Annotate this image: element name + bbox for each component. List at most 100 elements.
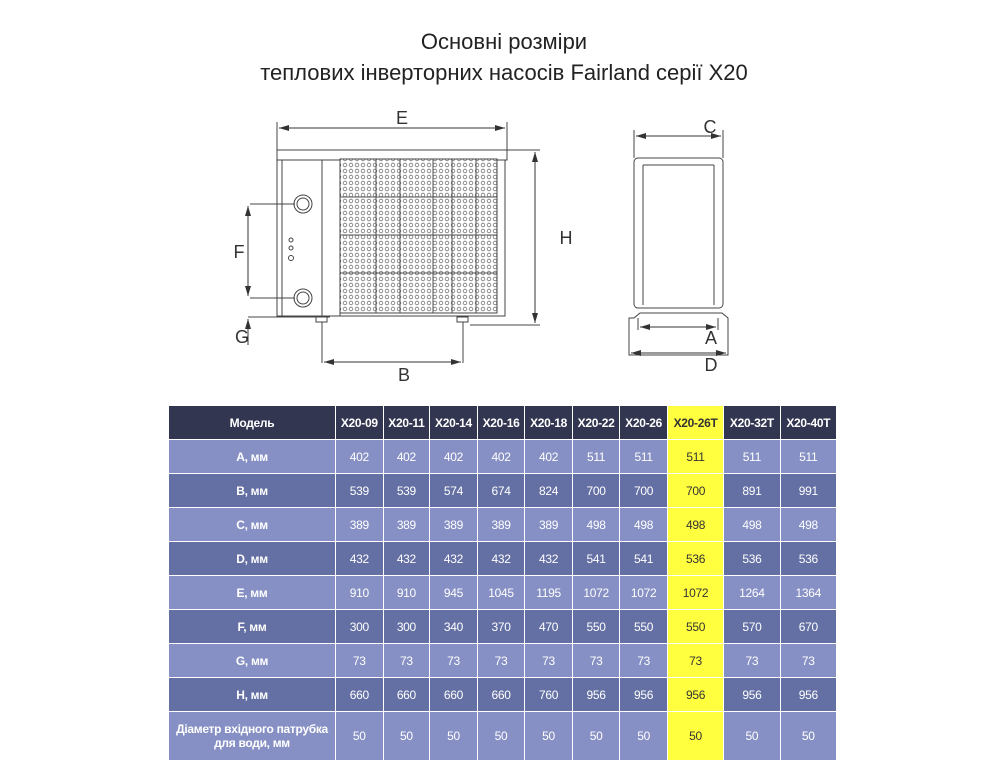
table-cell: 550 (571, 609, 621, 644)
table-cell: 73 (429, 643, 478, 678)
table-cell: 550 (666, 609, 725, 644)
table-cell: 402 (382, 439, 431, 474)
fan-grille (339, 158, 498, 314)
table-cell: 50 (723, 711, 781, 761)
table-cell: 389 (382, 507, 431, 542)
table-cell: 498 (619, 507, 668, 542)
table-cell: 891 (723, 473, 781, 508)
table-cell: 539 (382, 473, 431, 508)
table-cell: 956 (779, 677, 838, 712)
table-cell: 432 (429, 541, 478, 576)
model-column-header: X20-16 (476, 405, 526, 440)
label-c: C (704, 117, 717, 137)
row-label: D, мм (168, 541, 336, 576)
table-cell: 660 (335, 677, 384, 712)
table-cell: 50 (619, 711, 668, 761)
label-h: H (560, 228, 573, 248)
table-cell: 73 (779, 643, 838, 678)
table-cell: 660 (476, 677, 526, 712)
row-label: B, мм (168, 473, 336, 508)
table-cell: 511 (723, 439, 781, 474)
model-column-header: X20-14 (429, 405, 478, 440)
row-label: E, мм (168, 575, 336, 610)
table-cell: 910 (382, 575, 431, 610)
table-cell: 956 (723, 677, 781, 712)
table-cell: 670 (779, 609, 838, 644)
table-cell: 674 (476, 473, 526, 508)
table-row: Діаметр вхідного патрубка для води, мм 50… (168, 711, 838, 761)
table-cell: 539 (335, 473, 384, 508)
table-cell: 73 (476, 643, 526, 678)
side-view (628, 130, 729, 356)
row-label: A, мм (168, 439, 336, 474)
table-cell: 470 (524, 609, 573, 644)
table-cell: 73 (571, 643, 621, 678)
table-cell: 700 (619, 473, 668, 508)
table-cell: 1264 (723, 575, 781, 610)
model-column-header: X20-40T (779, 405, 838, 440)
row-label: F, мм (168, 609, 336, 644)
table-cell: 73 (524, 643, 573, 678)
table-cell: 340 (429, 609, 478, 644)
table-cell: 389 (524, 507, 573, 542)
dimension-diagram: E H F G B C A D (234, 108, 729, 385)
table-cell: 498 (571, 507, 621, 542)
table-cell: 541 (571, 541, 621, 576)
table-cell: 1072 (619, 575, 668, 610)
table-cell: 511 (571, 439, 621, 474)
table-cell: 511 (779, 439, 838, 474)
table-cell: 370 (476, 609, 526, 644)
table-cell: 956 (619, 677, 668, 712)
table-cell: 824 (524, 473, 573, 508)
model-column-header: X20-11 (382, 405, 431, 440)
row-label: C, мм (168, 507, 336, 542)
label-d: D (705, 355, 718, 375)
table-cell: 511 (666, 439, 725, 474)
table-cell: 570 (723, 609, 781, 644)
table-cell: 402 (524, 439, 573, 474)
table-cell: 1072 (666, 575, 725, 610)
label-b: B (398, 365, 410, 385)
table-cell: 432 (476, 541, 526, 576)
front-view (248, 122, 540, 363)
model-column-header: X20-32T (723, 405, 781, 440)
table-cell: 432 (382, 541, 431, 576)
model-column-header: X20-26T (666, 405, 725, 440)
table-cell: 432 (335, 541, 384, 576)
table-cell: 536 (779, 541, 838, 576)
row-label: Діаметр вхідного патрубка для води, мм (168, 711, 336, 761)
table-cell: 956 (666, 677, 725, 712)
model-column-header: X20-09 (335, 405, 384, 440)
table-cell: 389 (429, 507, 478, 542)
table-cell: 300 (335, 609, 384, 644)
table-cell: 536 (723, 541, 781, 576)
table-cell: 50 (429, 711, 478, 761)
table-cell: 402 (476, 439, 526, 474)
table-cell: 1072 (571, 575, 621, 610)
table-cell: 402 (335, 439, 384, 474)
table-cell: 50 (571, 711, 621, 761)
table-cell: 700 (666, 473, 725, 508)
model-header: Модель (168, 405, 336, 440)
table-cell: 910 (335, 575, 384, 610)
label-e: E (396, 108, 408, 128)
table-cell: 402 (429, 439, 478, 474)
label-g: G (235, 327, 249, 347)
label-a: A (705, 328, 717, 348)
table-cell: 760 (524, 677, 573, 712)
table-cell: 50 (666, 711, 725, 761)
title-line-1: Основні розміри (420, 29, 588, 54)
row-label: H, мм (168, 677, 336, 712)
table-cell: 660 (382, 677, 431, 712)
label-f: F (234, 242, 245, 262)
table-cell: 498 (666, 507, 725, 542)
table-cell: 574 (429, 473, 478, 508)
table-cell: 1364 (779, 575, 838, 610)
